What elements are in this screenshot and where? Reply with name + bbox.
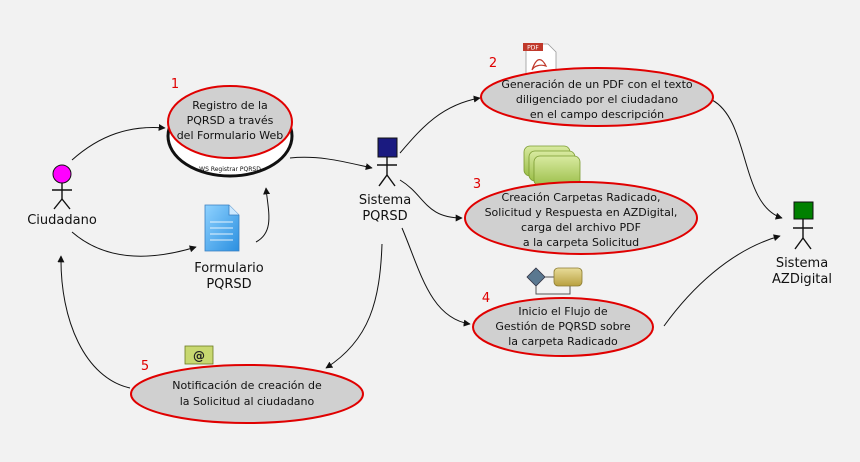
carpetas-text-line3: carga del archivo PDF bbox=[521, 221, 641, 234]
node-notificacion: @ Notificación de creación de la Solicit… bbox=[130, 345, 364, 424]
carpetas-ellipse bbox=[464, 181, 698, 255]
node-registro: WS Registrar PQRSD Registro de la PQRSD … bbox=[166, 77, 294, 178]
node-flujo: Inicio el Flujo de Gestión de PQRSD sobr… bbox=[472, 267, 654, 357]
carpetas-text-line4: a la carpeta Solicitud bbox=[523, 236, 639, 249]
flujo-step-number: 4 bbox=[482, 291, 490, 306]
arrow-ciudadano-to-registro bbox=[71, 123, 166, 161]
actor-sistema-azdigital: Sistema AZDigital bbox=[772, 201, 832, 287]
ws-registrar-label: WS Registrar PQRSD bbox=[199, 166, 261, 173]
ciudadano-head bbox=[52, 164, 72, 184]
carpetas-step-number: 3 bbox=[473, 177, 481, 192]
arrow-ciudadano-to-formulario bbox=[71, 231, 197, 257]
sistema-pqrsd-label-line1: Sistema bbox=[359, 193, 411, 208]
arrow-pdf-to-azdigital bbox=[711, 99, 783, 220]
flujo-text-line1: Inicio el Flujo de bbox=[518, 305, 608, 318]
ciudadano-body bbox=[52, 183, 72, 210]
formulario-label-line2: PQRSD bbox=[206, 277, 251, 292]
node-pdf: PDF Generación de un PDF con el texto di… bbox=[480, 43, 714, 127]
arrow-registro-to-sistema bbox=[289, 156, 373, 171]
actor-sistema-pqrsd: Sistema PQRSD bbox=[359, 137, 411, 224]
registro-text-line1: Registro de la bbox=[192, 99, 268, 112]
email-icon: @ bbox=[184, 345, 214, 365]
registro-text-line3: del Formulario Web bbox=[177, 129, 284, 142]
pdf-text-line1: Generación de un PDF con el texto bbox=[501, 78, 692, 91]
arrow-sistema-to-carpetas bbox=[399, 179, 463, 222]
document-icon bbox=[204, 204, 240, 252]
flujo-text-line3: la carpeta Radicado bbox=[508, 335, 618, 348]
pdf-text-line3: en el campo descripción bbox=[530, 108, 664, 121]
registro-ellipse bbox=[167, 85, 293, 159]
arrow-flujo-to-azdigital bbox=[663, 234, 781, 327]
email-icon-label: @ bbox=[193, 349, 205, 363]
flujo-text-line2: Gestión de PQRSD sobre bbox=[495, 320, 630, 333]
workflow-icon bbox=[526, 267, 583, 295]
registro-step-number: 1 bbox=[171, 77, 179, 92]
sistema-pqrsd-body bbox=[377, 157, 397, 187]
connectors bbox=[57, 95, 783, 389]
arrow-sistema-to-flujo bbox=[401, 227, 471, 327]
sistema-azdigital-label-line2: AZDigital bbox=[772, 272, 832, 287]
arrow-sistema-to-pdf bbox=[399, 95, 481, 154]
sistema-pqrsd-label-line2: PQRSD bbox=[362, 209, 407, 224]
registro-text-line2: PQRSD a través bbox=[187, 114, 274, 127]
sistema-pqrsd-head bbox=[377, 137, 398, 158]
sistema-azdigital-label-line1: Sistema bbox=[776, 256, 828, 271]
arrow-notificacion-to-ciudadano bbox=[57, 255, 131, 389]
formulario-pqrsd: Formulario PQRSD bbox=[194, 204, 264, 292]
notificacion-text-line1: Notificación de creación de bbox=[172, 379, 322, 392]
carpetas-text-line1: Creación Carpetas Radicado, bbox=[502, 191, 661, 204]
node-carpetas: Creación Carpetas Radicado, Solicitud y … bbox=[464, 145, 698, 255]
pdf-icon: PDF bbox=[523, 43, 557, 76]
formulario-label-line1: Formulario bbox=[194, 261, 264, 276]
ciudadano-label: Ciudadano bbox=[27, 213, 97, 228]
flujo-ellipse bbox=[472, 297, 654, 357]
notificacion-step-number: 5 bbox=[141, 359, 149, 374]
pdf-icon-label: PDF bbox=[527, 45, 539, 52]
pdf-step-number: 2 bbox=[489, 56, 497, 71]
sistema-azdigital-body bbox=[793, 219, 813, 250]
arrow-formulario-to-registro bbox=[255, 187, 271, 243]
folders-icon bbox=[523, 145, 581, 187]
actor-ciudadano: Ciudadano bbox=[27, 164, 97, 228]
notificacion-text-line2: la Solicitud al ciudadano bbox=[180, 395, 315, 408]
arrow-sistema-to-notificacion bbox=[325, 243, 383, 369]
carpetas-text-line2: Solicitud y Respuesta en AZDigital, bbox=[485, 206, 678, 219]
pdf-text-line2: diligenciado por el ciudadano bbox=[516, 93, 678, 106]
pdf-ellipse bbox=[480, 67, 714, 127]
sistema-azdigital-head bbox=[793, 201, 814, 220]
notificacion-ellipse bbox=[130, 364, 364, 424]
